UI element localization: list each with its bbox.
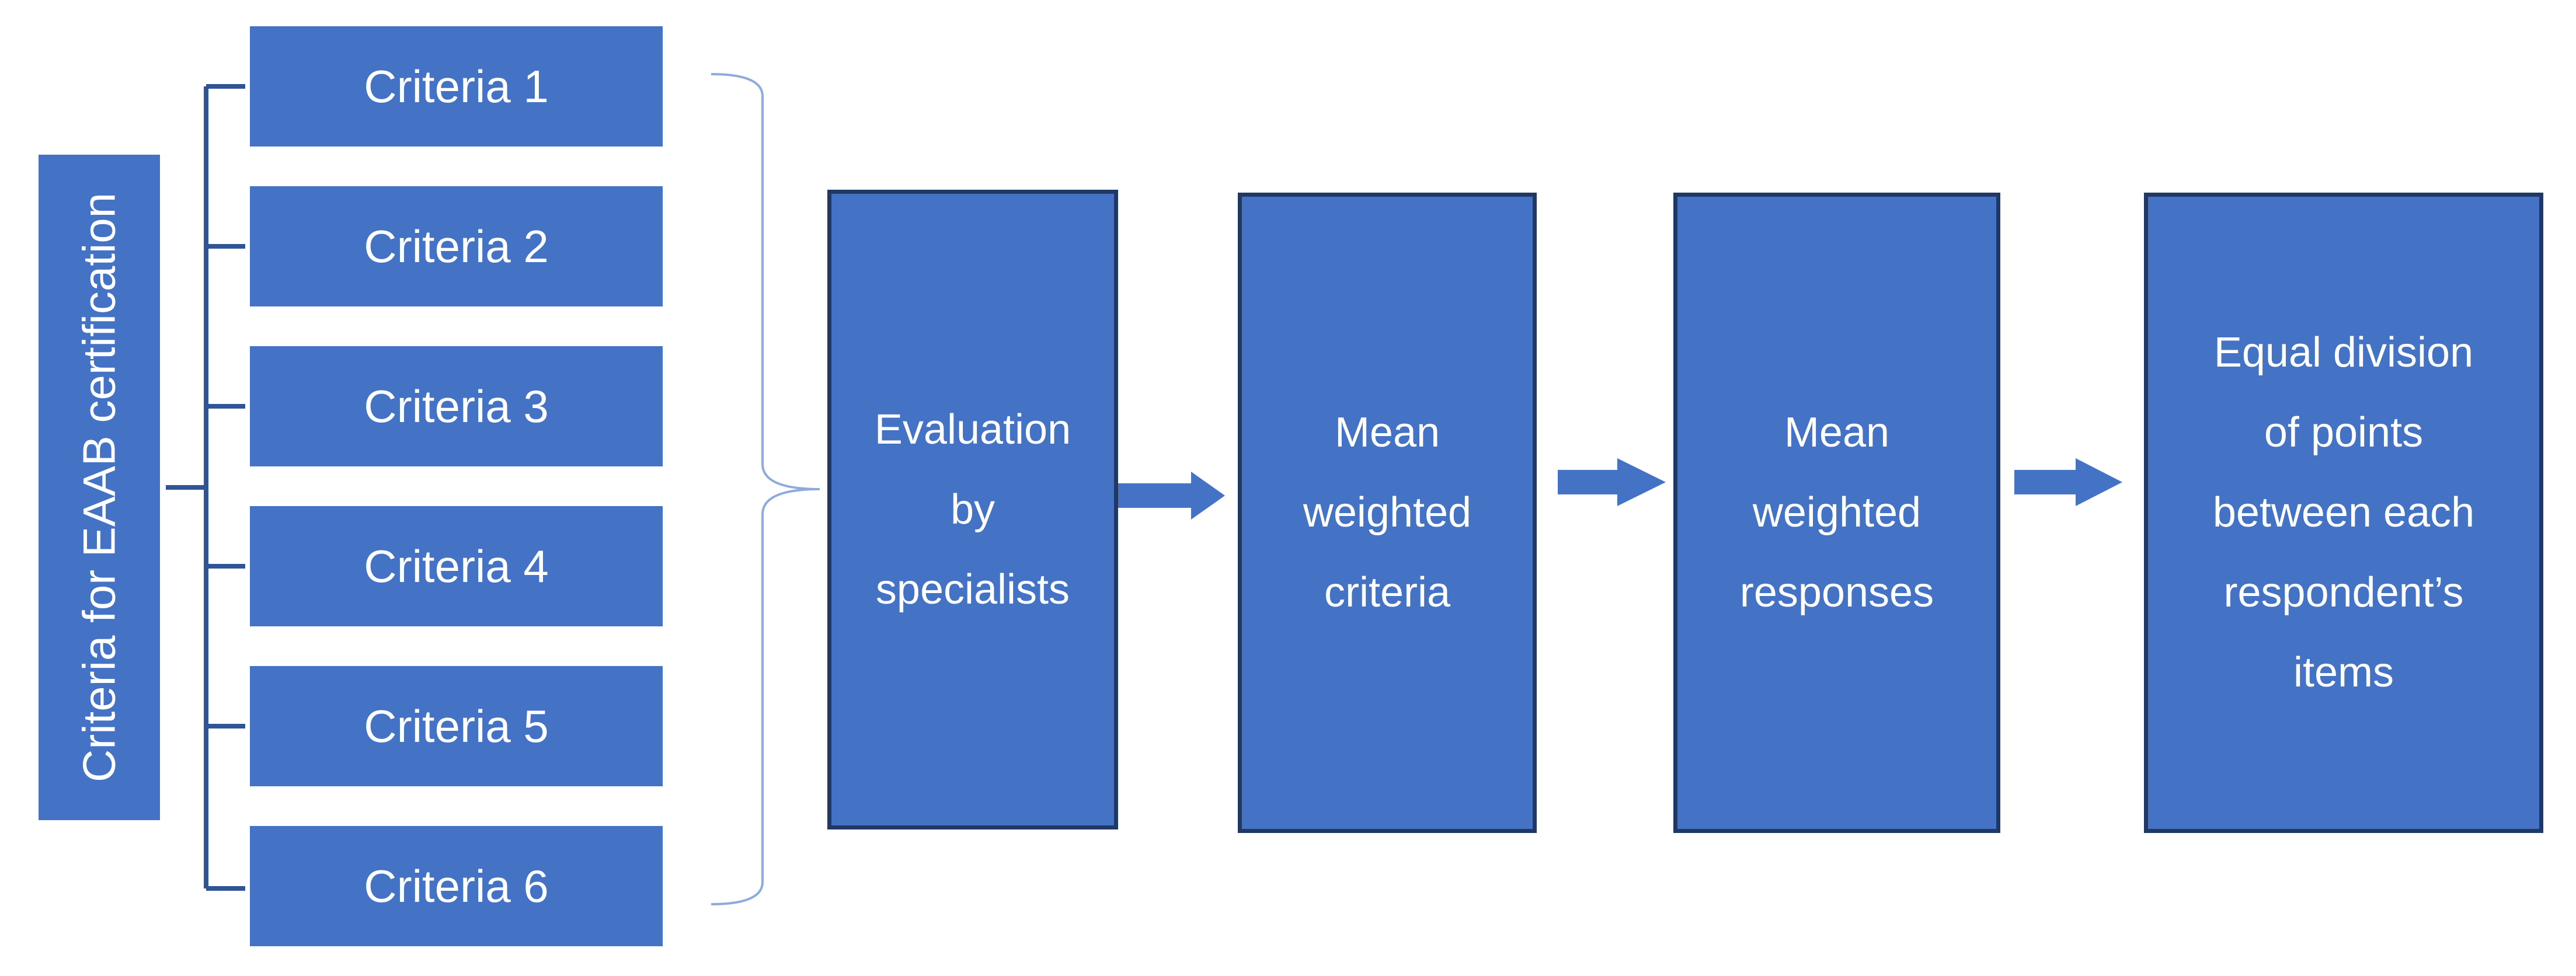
criteria-label-4: Criteria 4 <box>364 540 549 592</box>
criteria-box-4: Criteria 4 <box>250 506 663 626</box>
step-evaluation-label: Evaluation by specialists <box>874 406 1071 613</box>
arrow-1 <box>1118 472 1225 520</box>
criteria-label-1: Criteria 1 <box>364 60 549 112</box>
step-equal-division-box: Equal division of points between each re… <box>2144 193 2543 833</box>
root-node: Criteria for EAAB certification <box>39 155 160 820</box>
criteria-box-6: Criteria 6 <box>250 826 663 946</box>
step-mean-weighted-criteria-box: Mean weighted criteria <box>1238 193 1537 833</box>
step-mean-weighted-responses-box: Mean weighted responses <box>1673 193 2000 833</box>
criteria-label-3: Criteria 3 <box>364 380 549 432</box>
step-mean-weighted-responses-label: Mean weighted responses <box>1739 409 1934 616</box>
root-label: Criteria for EAAB certification <box>73 192 125 783</box>
arrow-3 <box>2014 458 2122 506</box>
criteria-box-2: Criteria 2 <box>250 186 663 306</box>
criteria-label-2: Criteria 2 <box>364 220 549 272</box>
criteria-label-6: Criteria 6 <box>364 860 549 912</box>
arrow-2 <box>1558 458 1666 506</box>
criteria-box-1: Criteria 1 <box>250 26 663 147</box>
step-mean-weighted-criteria-label: Mean weighted criteria <box>1303 409 1472 616</box>
tree-bracket <box>166 84 245 891</box>
step-equal-division-label: Equal division of points between each re… <box>2212 329 2475 696</box>
criteria-label-5: Criteria 5 <box>364 700 549 752</box>
step-evaluation-box: Evaluation by specialists <box>827 190 1118 829</box>
curly-brace <box>711 73 820 905</box>
criteria-box-3: Criteria 3 <box>250 346 663 466</box>
criteria-box-5: Criteria 5 <box>250 666 663 786</box>
